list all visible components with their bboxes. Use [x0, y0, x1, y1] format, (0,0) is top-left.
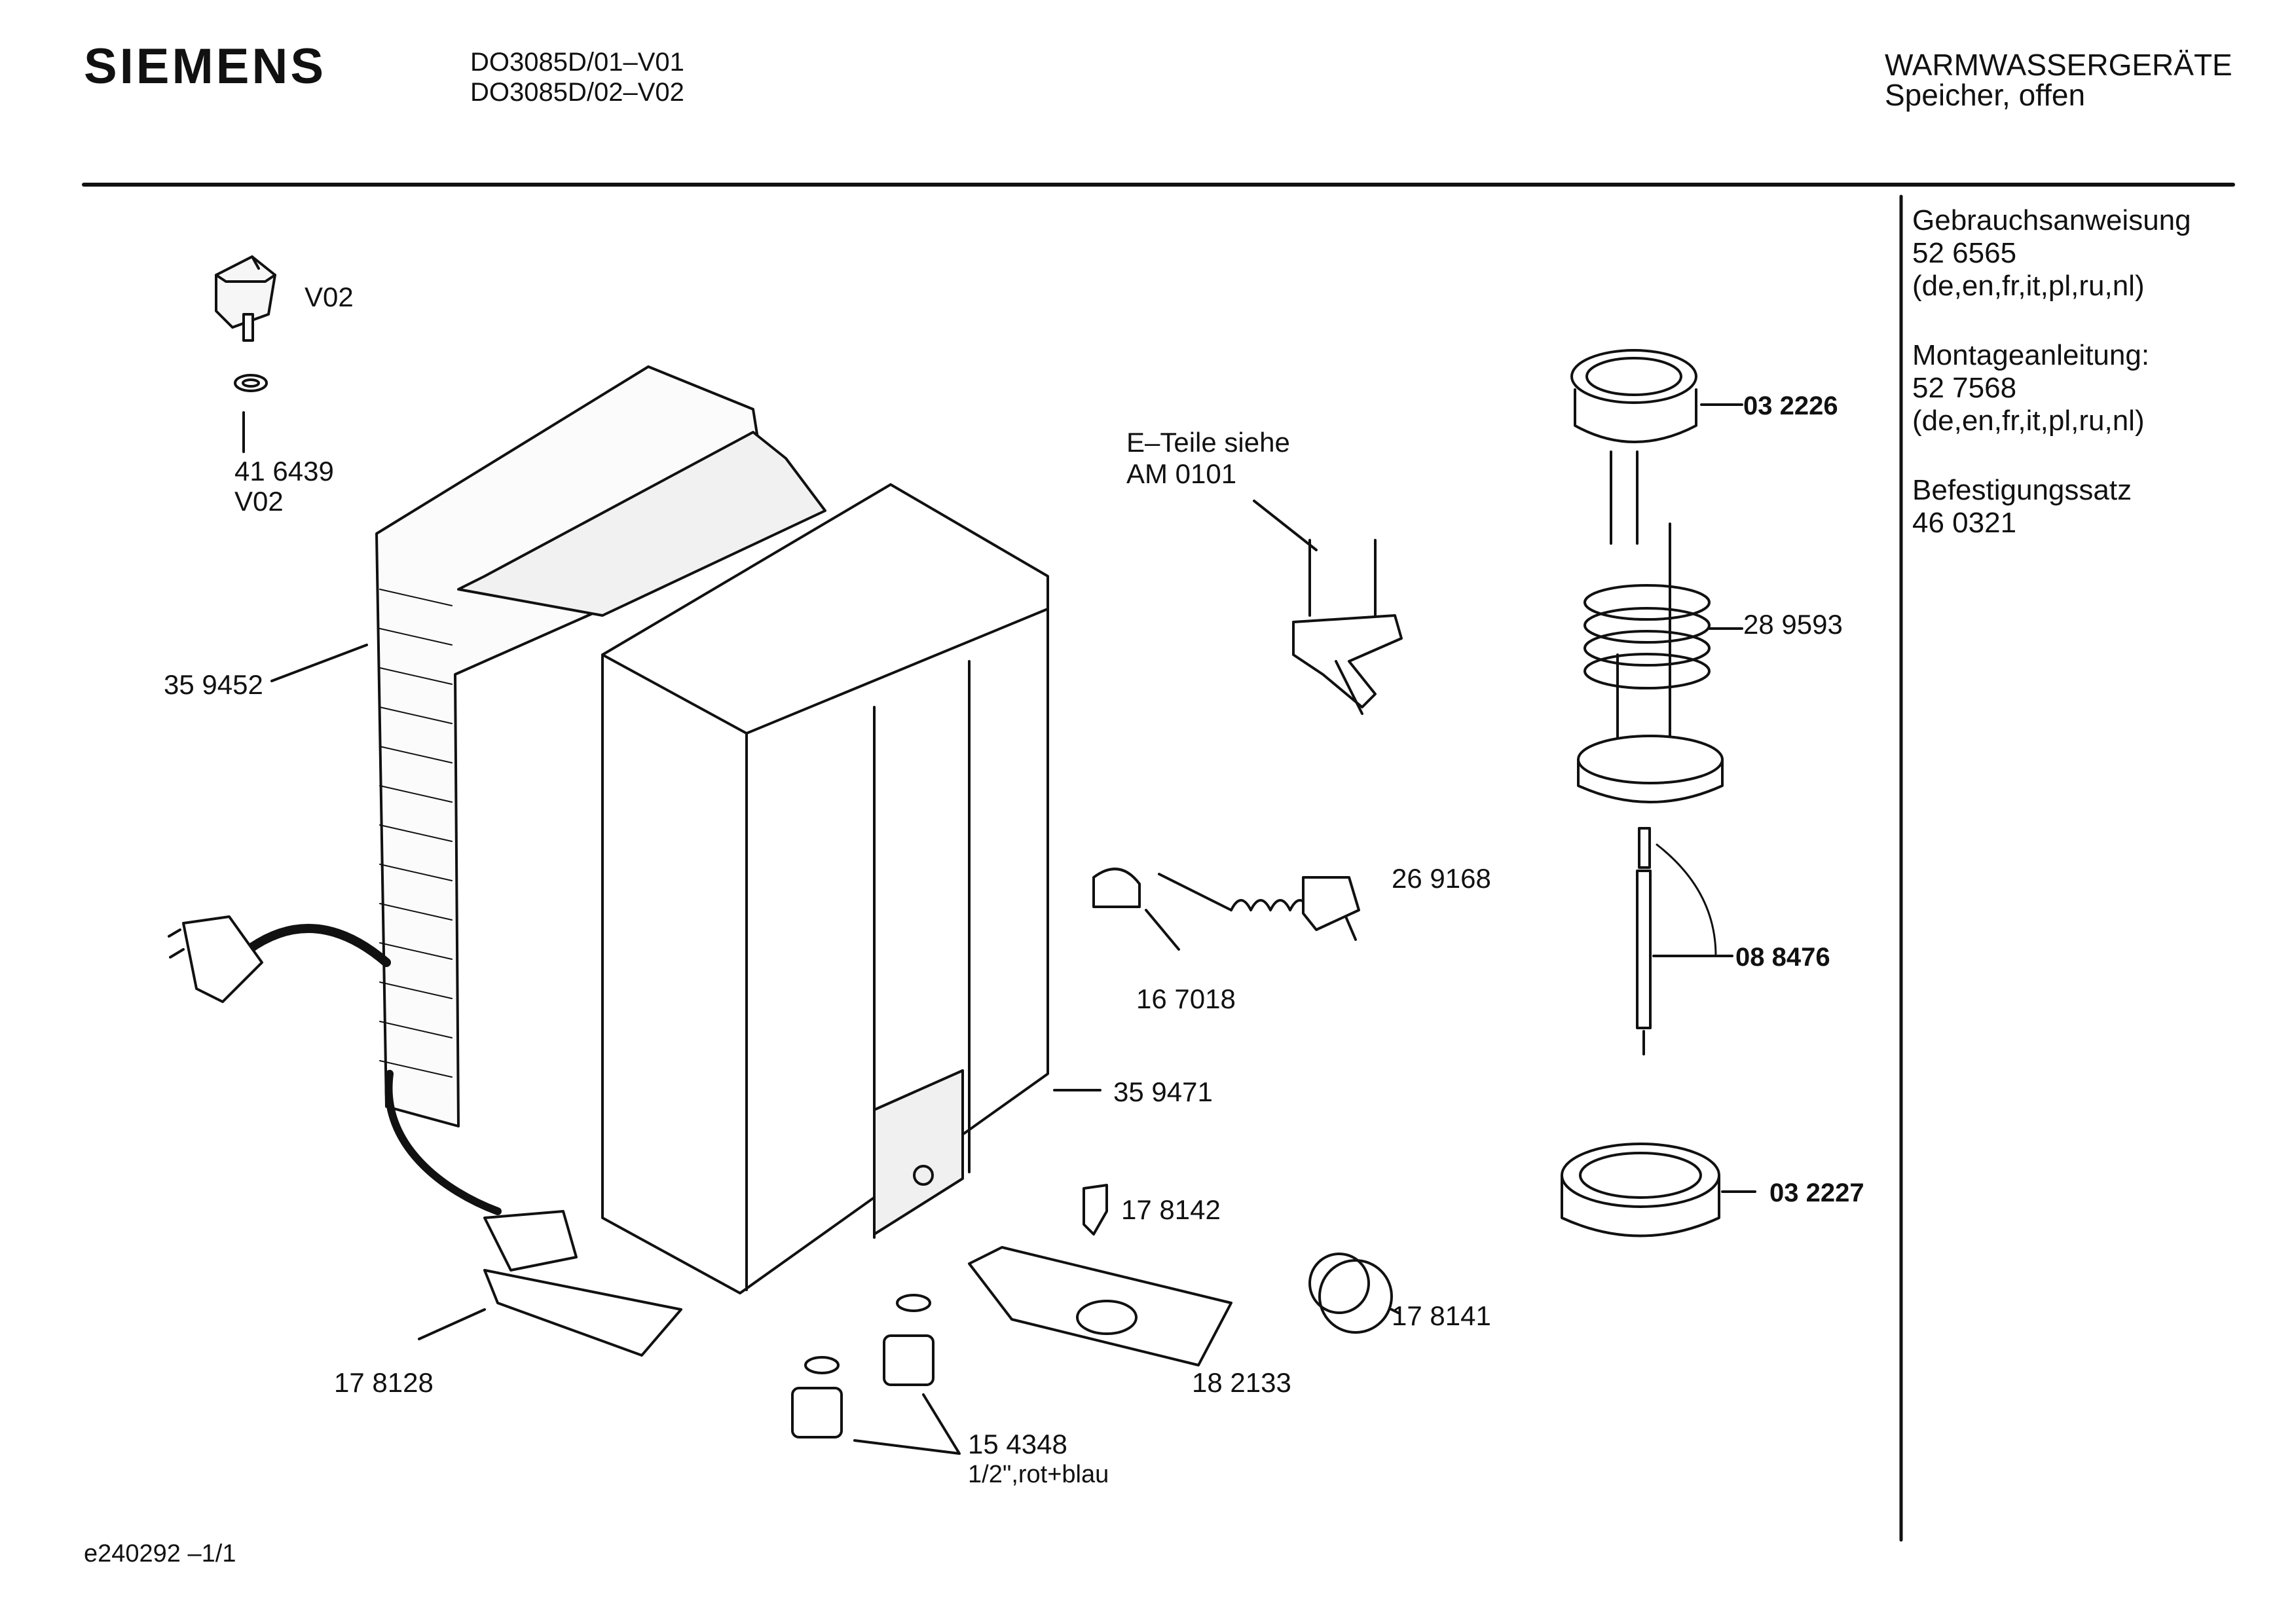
water-fittings-part	[791, 1294, 961, 1455]
sensor-rod-part	[1636, 827, 1733, 1055]
back-panel-part	[270, 365, 826, 1127]
doc-number-montageanleitung: 52 7568	[1912, 372, 2017, 404]
label-178128: 17 8128	[334, 1367, 434, 1398]
category-subtitle: Speicher, offen	[1885, 78, 2086, 112]
doc-number-befestigungssatz: 46 0321	[1912, 507, 2017, 539]
label-359471: 35 9471	[1113, 1076, 1213, 1107]
label-032227: 03 2227	[1769, 1179, 1864, 1207]
label-154348-sub: 1/2",rot+blau	[968, 1461, 1109, 1488]
label-289593: 28 9593	[1743, 609, 1843, 640]
label-032226: 03 2226	[1743, 392, 1838, 420]
thermostat-part	[1092, 868, 1360, 951]
siemens-logo: SIEMENS	[84, 39, 327, 94]
flange-bottom-part	[1561, 1143, 1756, 1237]
label-178142: 17 8142	[1121, 1194, 1221, 1225]
terminal-mount-part	[418, 1210, 682, 1357]
doc-title-gebrauchsanweisung: Gebrauchsanweisung	[1912, 204, 2191, 236]
label-eteile-2: AM 0101	[1126, 458, 1237, 489]
label-v02-sub: V02	[234, 486, 284, 517]
model-number-2: DO3085D/02–V02	[470, 78, 684, 107]
knob-part	[1308, 1253, 1399, 1334]
bracket-part	[215, 255, 276, 453]
power-cord-part	[168, 915, 502, 1215]
doc-languages-gebrauchsanweisung: (de,en,fr,it,pl,ru,nl)	[1912, 270, 2145, 302]
label-eteile-1: E–Teile siehe	[1126, 427, 1290, 458]
cover-plate-part	[968, 1246, 1232, 1366]
doc-title-montageanleitung: Montageanleitung:	[1912, 339, 2150, 371]
category-title: WARMWASSERGERÄTE	[1885, 48, 2232, 82]
flange-top-part	[1570, 349, 1743, 443]
label-088476: 08 8476	[1735, 943, 1830, 972]
label-416439: 41 6439	[234, 456, 334, 486]
label-182133: 18 2133	[1192, 1367, 1291, 1398]
label-269168: 26 9168	[1392, 863, 1491, 894]
label-v02-top: V02	[305, 282, 354, 312]
label-359452: 35 9452	[164, 669, 263, 700]
tap-assembly-part	[1253, 500, 1403, 715]
model-number-1: DO3085D/01–V01	[470, 48, 684, 77]
doc-number-gebrauchsanweisung: 52 6565	[1912, 237, 2017, 269]
label-154348: 15 4348	[968, 1429, 1067, 1459]
doc-title-befestigungssatz: Befestigungssatz	[1912, 474, 2132, 506]
label-167018: 16 7018	[1136, 983, 1236, 1014]
label-178141: 17 8141	[1392, 1300, 1491, 1331]
clip-part	[1083, 1184, 1108, 1236]
front-cover-part	[601, 483, 1102, 1294]
heating-element-part	[1577, 450, 1743, 803]
footer-reference: e240292 –1/1	[84, 1540, 236, 1567]
doc-languages-montageanleitung: (de,en,fr,it,pl,ru,nl)	[1912, 405, 2145, 437]
